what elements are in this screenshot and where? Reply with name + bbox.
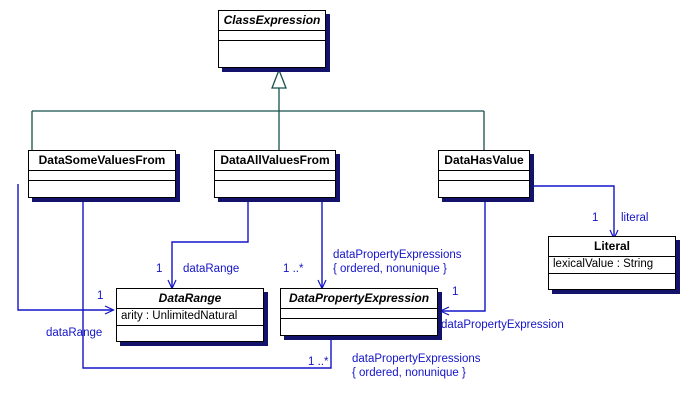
- generalization-edges: [31, 68, 485, 155]
- role-allvalues-dpe: dataPropertyExpressions: [333, 249, 462, 261]
- class-name-literal: Literal: [549, 237, 675, 257]
- multiplicity-hasvalue-dpe: 1: [452, 286, 459, 298]
- class-operations-class-expression: [219, 41, 325, 51]
- class-attributes-data-property-expression: [281, 309, 437, 319]
- class-box-data-all-values-from[interactable]: DataAllValuesFrom: [214, 150, 336, 198]
- class-box-literal[interactable]: Literal lexicalValue : String: [548, 236, 676, 290]
- role-somevalues-datarange: dataRange: [46, 327, 103, 339]
- class-operations-data-range: [117, 326, 263, 336]
- edge-somevalues-dpe: [82, 196, 336, 369]
- class-operations-data-some-values-from: [29, 181, 175, 191]
- class-name-data-some-values-from: DataSomeValuesFrom: [29, 151, 175, 171]
- class-operations-data-all-values-from: [215, 181, 335, 191]
- class-attributes-data-all-values-from: [215, 171, 335, 181]
- generalization-arrowhead: [271, 68, 287, 89]
- class-attributes-data-some-values-from: [29, 171, 175, 181]
- class-attributes-data-range: arity : UnlimitedNatural: [117, 309, 263, 326]
- role-allvalues-datarange: dataRange: [183, 263, 240, 275]
- edge-hasvalue-literal: [531, 185, 619, 240]
- constraint-allvalues-dpe: { ordered, nonunique }: [333, 263, 447, 275]
- class-name-data-property-expression: DataPropertyExpression: [281, 289, 437, 309]
- class-name-data-all-values-from: DataAllValuesFrom: [215, 151, 335, 171]
- class-attributes-class-expression: [219, 31, 325, 41]
- class-box-data-range[interactable]: DataRange arity : UnlimitedNatural: [116, 288, 264, 342]
- multiplicity-hasvalue-literal: 1: [592, 212, 599, 224]
- constraint-somevalues-dpe: { ordered, nonunique }: [352, 367, 466, 379]
- class-box-class-expression[interactable]: ClassExpression: [218, 10, 326, 68]
- class-name-data-range: DataRange: [117, 289, 263, 309]
- multiplicity-allvalues-dpe: 1 ..*: [283, 263, 304, 275]
- class-box-data-property-expression[interactable]: DataPropertyExpression: [280, 288, 438, 336]
- class-box-data-has-value[interactable]: DataHasValue: [438, 150, 530, 198]
- class-operations-data-property-expression: [281, 319, 437, 329]
- class-attributes-literal: lexicalValue : String: [549, 257, 675, 274]
- role-somevalues-dpe: dataPropertyExpressions: [352, 353, 481, 365]
- role-hasvalue-literal: literal: [621, 212, 649, 224]
- multiplicity-allvalues-datarange: 1: [156, 263, 163, 275]
- class-attributes-data-has-value: [439, 171, 529, 181]
- class-operations-data-has-value: [439, 181, 529, 191]
- association-edges: [17, 184, 619, 369]
- class-operations-literal: [549, 274, 675, 284]
- role-hasvalue-dpe: dataPropertyExpression: [441, 319, 564, 331]
- multiplicity-somevalues-datarange: 1: [97, 290, 104, 302]
- class-name-data-has-value: DataHasValue: [439, 151, 529, 171]
- class-name-class-expression: ClassExpression: [219, 11, 325, 31]
- multiplicity-somevalues-dpe: 1 ..*: [308, 356, 329, 368]
- class-box-data-some-values-from[interactable]: DataSomeValuesFrom: [28, 150, 176, 198]
